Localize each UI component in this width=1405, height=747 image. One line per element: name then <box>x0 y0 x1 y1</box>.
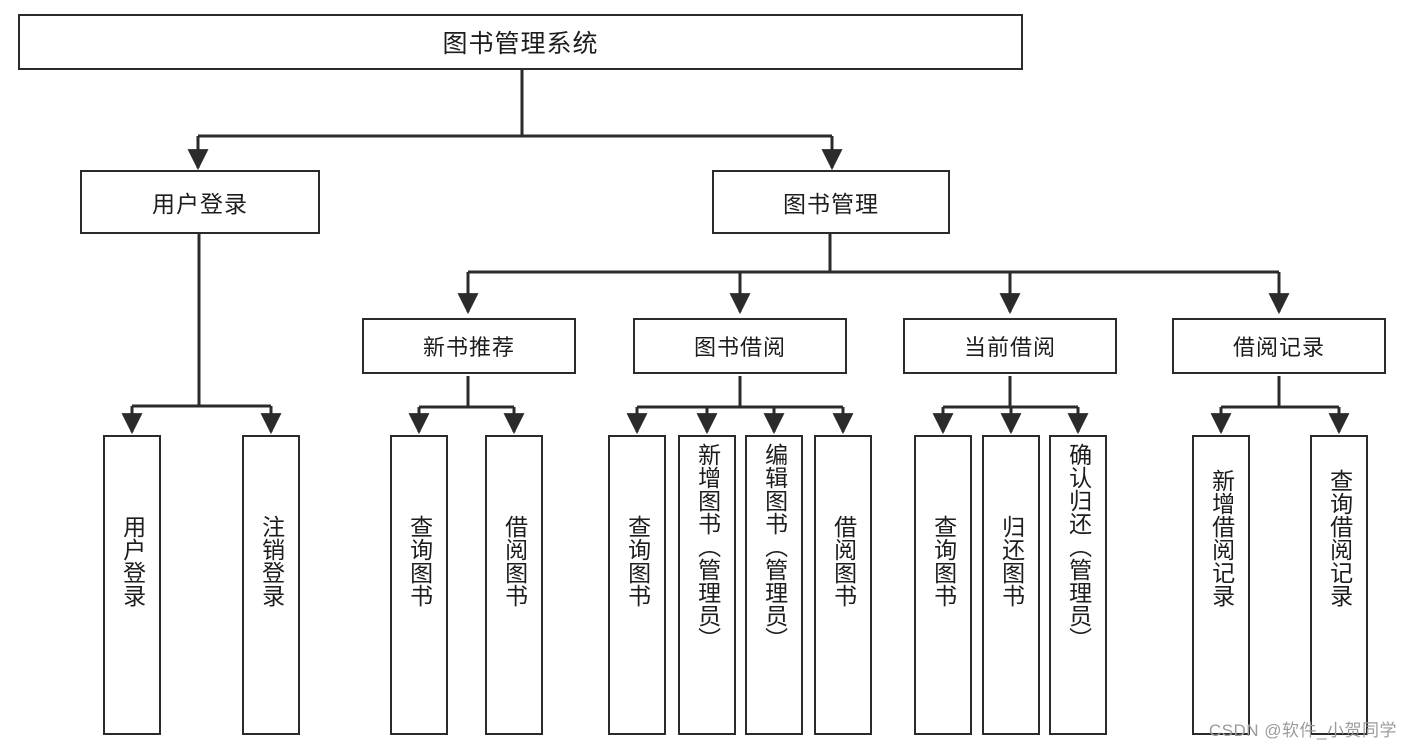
leaf-current-return-book[interactable]: 归还图书 <box>982 435 1040 735</box>
node-user-login[interactable]: 用户登录 <box>80 170 320 234</box>
leaf-current-query-book-label: 查询图书 <box>930 515 957 607</box>
leaf-borrow-add-book-admin-label: 新增图书（管理员） <box>694 443 721 650</box>
watermark: CSDN @软件_小贺同学 <box>1208 721 1397 740</box>
node-new-book-recommend-label: 新书推荐 <box>422 335 515 360</box>
node-current-borrow[interactable]: 当前借阅 <box>903 318 1117 374</box>
node-current-borrow-label: 当前借阅 <box>963 335 1056 360</box>
leaf-borrow-edit-book-admin[interactable]: 编辑图书（管理员） <box>745 435 803 735</box>
leaf-borrow-query-book[interactable]: 查询图书 <box>608 435 666 735</box>
node-root-label: 图书管理系统 <box>442 30 599 58</box>
leaf-newbook-query-book[interactable]: 查询图书 <box>390 435 448 735</box>
leaf-record-query-record[interactable]: 查询借阅记录 <box>1310 435 1368 735</box>
leaf-record-add-record[interactable]: 新增借阅记录 <box>1192 435 1250 735</box>
node-root[interactable]: 图书管理系统 <box>18 14 1023 70</box>
leaf-borrow-query-book-label: 查询图书 <box>624 515 651 607</box>
leaf-borrow-borrow-book-label: 借阅图书 <box>830 515 857 607</box>
leaf-newbook-borrow-book-label: 借阅图书 <box>501 515 528 607</box>
node-user-login-label: 用户登录 <box>152 191 248 217</box>
leaf-login-user-login[interactable]: 用户登录 <box>103 435 161 735</box>
leaf-login-user-login-label: 用户登录 <box>119 515 146 607</box>
leaf-newbook-borrow-book[interactable]: 借阅图书 <box>485 435 543 735</box>
leaf-current-confirm-return-admin-label: 确认归还（管理员） <box>1065 443 1092 650</box>
leaf-current-return-book-label: 归还图书 <box>998 515 1025 607</box>
leaf-borrow-add-book-admin[interactable]: 新增图书（管理员） <box>678 435 736 735</box>
leaf-login-logout[interactable]: 注销登录 <box>242 435 300 735</box>
leaf-record-add-record-label: 新增借阅记录 <box>1208 469 1235 607</box>
leaf-current-query-book[interactable]: 查询图书 <box>914 435 972 735</box>
leaf-borrow-borrow-book[interactable]: 借阅图书 <box>814 435 872 735</box>
node-borrow-record[interactable]: 借阅记录 <box>1172 318 1386 374</box>
leaf-login-logout-label: 注销登录 <box>258 515 285 607</box>
leaf-current-confirm-return-admin[interactable]: 确认归还（管理员） <box>1049 435 1107 735</box>
node-book-borrow-label: 图书借阅 <box>693 335 786 360</box>
node-new-book-recommend[interactable]: 新书推荐 <box>362 318 576 374</box>
node-borrow-record-label: 借阅记录 <box>1232 335 1325 360</box>
node-book-borrow[interactable]: 图书借阅 <box>633 318 847 374</box>
node-book-management[interactable]: 图书管理 <box>712 170 950 234</box>
leaf-borrow-edit-book-admin-label: 编辑图书（管理员） <box>761 443 788 650</box>
leaf-newbook-query-book-label: 查询图书 <box>406 515 433 607</box>
node-book-management-label: 图书管理 <box>783 191 879 217</box>
leaf-record-query-record-label: 查询借阅记录 <box>1326 469 1353 607</box>
